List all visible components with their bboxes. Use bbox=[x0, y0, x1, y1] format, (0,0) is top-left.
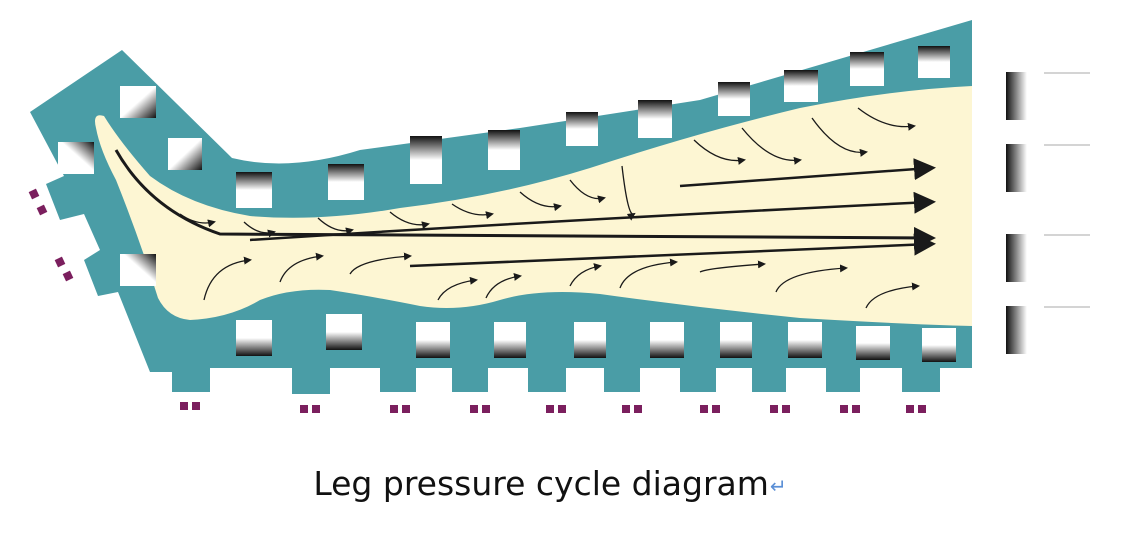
flow-arrow-small bbox=[619, 258, 678, 289]
flow-arrow-small bbox=[279, 252, 324, 283]
flow-arrow-small bbox=[243, 221, 276, 238]
flow-arrow-small bbox=[699, 260, 766, 273]
top-chamber-square bbox=[410, 136, 442, 184]
flow-arrow-small bbox=[857, 107, 916, 131]
flow-arrow-small bbox=[437, 276, 478, 301]
bottom-chamber-square bbox=[574, 322, 606, 358]
flow-arrow-small bbox=[569, 263, 602, 287]
connector-dot bbox=[300, 405, 308, 413]
flow-arrow-long bbox=[249, 191, 936, 242]
flow-arrow-small bbox=[451, 203, 494, 220]
legend-chamber-swatch bbox=[1006, 306, 1044, 354]
caption-box: Leg pressure cycle diagram↵ bbox=[296, 440, 804, 526]
legend-chamber-swatch bbox=[1006, 72, 1044, 120]
legend-chamber-swatch bbox=[1006, 144, 1044, 192]
connector-dot bbox=[54, 256, 66, 268]
connector-dot bbox=[546, 405, 554, 413]
connector-dot bbox=[906, 405, 914, 413]
connector-dot bbox=[470, 405, 478, 413]
flow-arrow-small bbox=[865, 282, 920, 309]
flow-arrow-small bbox=[811, 117, 868, 157]
connector-dot bbox=[28, 188, 40, 200]
bottom-chamber-square bbox=[494, 322, 526, 358]
bottom-chamber-square bbox=[236, 320, 272, 356]
connector-dot bbox=[312, 405, 320, 413]
connector-dot bbox=[402, 405, 410, 413]
connector-dot bbox=[852, 405, 860, 413]
connector-dot bbox=[770, 405, 778, 413]
foot-chamber-square bbox=[120, 86, 156, 118]
flow-arrow-small bbox=[569, 179, 606, 204]
bottom-chamber-square bbox=[856, 326, 890, 360]
flow-arrow-small bbox=[349, 252, 412, 275]
flow-arrow-small bbox=[317, 217, 354, 236]
bottom-chamber-square bbox=[416, 322, 450, 358]
flow-arrow-small bbox=[621, 165, 636, 221]
flow-arrow-small bbox=[693, 139, 746, 165]
connector-dot bbox=[622, 405, 630, 413]
flow-arrow-small bbox=[485, 272, 522, 299]
top-chamber-square bbox=[328, 164, 364, 200]
return-mark-icon: ↵ bbox=[769, 474, 787, 498]
bottom-chamber-square bbox=[650, 322, 684, 358]
connector-dot bbox=[700, 405, 708, 413]
connector-dot bbox=[180, 402, 188, 410]
connector-dot bbox=[840, 405, 848, 413]
foot-chamber-square bbox=[168, 138, 202, 170]
connector-dot bbox=[918, 405, 926, 413]
top-chamber-square bbox=[488, 130, 520, 170]
legend-chamber-swatch bbox=[1006, 234, 1044, 282]
connector-dot bbox=[62, 270, 74, 282]
connector-dot bbox=[634, 405, 642, 413]
connector-dot bbox=[390, 405, 398, 413]
foot-chamber-square bbox=[58, 142, 94, 174]
bottom-chamber-square bbox=[720, 322, 752, 358]
flow-arrow-small bbox=[389, 211, 430, 230]
top-chamber-square bbox=[918, 46, 950, 78]
bottom-chamber-square bbox=[326, 314, 362, 350]
top-chamber-square bbox=[718, 82, 750, 116]
connector-dot bbox=[482, 405, 490, 413]
top-chamber-square bbox=[850, 52, 884, 86]
flow-arrow-small bbox=[741, 127, 802, 165]
flow-arrow-small bbox=[203, 256, 252, 301]
flow-arrow-small bbox=[775, 264, 848, 293]
top-chamber-square bbox=[784, 70, 818, 102]
top-chamber-square bbox=[236, 172, 272, 208]
connector-dot bbox=[36, 204, 48, 216]
flow-arrow-long bbox=[679, 158, 936, 188]
connector-dot bbox=[782, 405, 790, 413]
bottom-chamber-square bbox=[788, 322, 822, 358]
foot-chamber-square bbox=[120, 254, 156, 286]
flow-arrow-small bbox=[179, 213, 216, 228]
top-chamber-square bbox=[638, 100, 672, 138]
top-chamber-square bbox=[566, 112, 598, 146]
bottom-chamber-square bbox=[922, 328, 956, 362]
connector-dot bbox=[712, 405, 720, 413]
flow-arrow-long bbox=[409, 233, 936, 268]
connector-dot bbox=[192, 402, 200, 410]
flow-arrow-small bbox=[519, 191, 562, 212]
leg-shape bbox=[95, 86, 972, 326]
connector-dot bbox=[558, 405, 566, 413]
diagram-caption: Leg pressure cycle diagram bbox=[313, 463, 769, 503]
